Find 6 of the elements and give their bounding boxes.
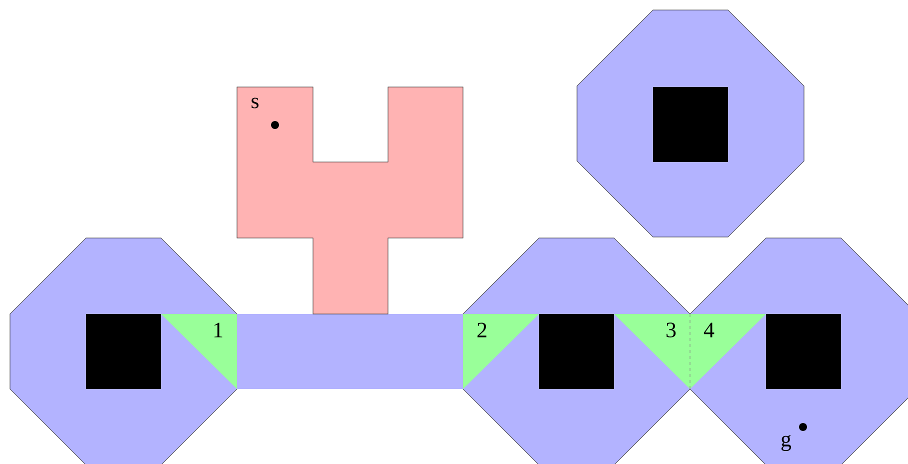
region-number: 3 — [666, 322, 676, 338]
point-label: g — [781, 434, 792, 452]
region-number: 1 — [214, 322, 222, 338]
point-label: s — [252, 98, 258, 108]
region-number: 4 — [704, 322, 714, 338]
region-number: 2 — [477, 322, 486, 338]
